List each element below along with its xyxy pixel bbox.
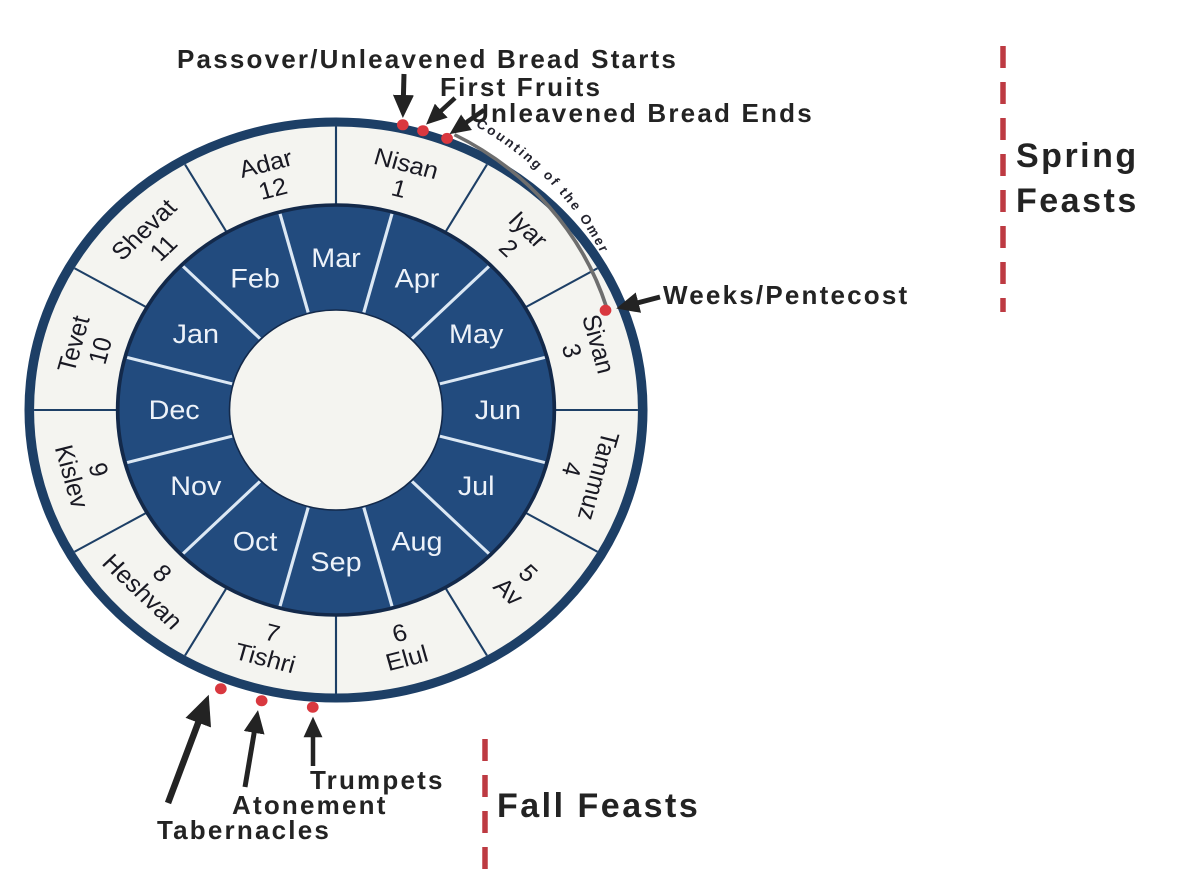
outer-divider [73,512,147,553]
outer-divider [525,267,599,308]
weeks-pentecost-dot [599,304,612,316]
gregorian-month-sep: Sep [310,547,361,577]
gregorian-month-dec: Dec [149,395,200,425]
inner-divider [439,434,546,464]
unleavened-bread-ends-label: Unleavened Bread Ends [470,98,814,128]
gregorian-month-jul: Jul [458,471,495,501]
annotation-layer: Passover/Unleavened Bread Starts First F… [157,44,1139,871]
atonement-label: Atonement [232,790,388,820]
weeks-pentecost-label: Weeks/Pentecost [663,280,909,310]
inner-ring-outer-edge [115,203,557,617]
outer-divider [525,512,599,553]
atonement-arrow [242,710,265,788]
first-fruits-arrow [426,96,457,125]
passover-label: Passover/Unleavened Bread Starts [177,44,678,74]
fall-heading: Fall Feasts [497,787,700,825]
tabernacles-dot [214,683,227,695]
inner-divider [362,507,394,607]
inner-divider [126,356,233,386]
outer-divider [184,587,228,657]
gregorian-month-may: May [449,319,503,349]
trumpets-dot [306,701,319,713]
gregorian-month-jan: Jan [173,319,219,349]
passover-dot [396,119,409,131]
tabernacles-label: Tabernacles [157,815,331,845]
unleavened-bread-ends-arrow [449,108,486,135]
inner-divider [278,213,310,313]
outer-divider [444,163,488,233]
inner-divider [439,356,546,386]
outer-divider [73,267,147,308]
first-fruits-label: First Fruits [440,72,602,102]
first-fruits-dot [417,125,429,137]
inner-ring [117,205,555,615]
weeks-pentecost-arrow [616,292,661,313]
passover-arrow [392,73,414,118]
gregorian-month-jun: Jun [475,395,521,425]
outer-divider [184,163,228,233]
spring-heading-line1: Spring [1016,137,1139,175]
tabernacles-arrow [164,694,211,805]
inner-divider [362,213,394,313]
gregorian-month-oct: Oct [233,526,278,556]
trumpets-label: Trumpets [310,765,445,795]
inner-divider [410,265,491,340]
inner-divider [181,480,262,555]
inner-divider [181,265,262,340]
spring-heading-line2: Feasts [1016,182,1139,220]
gregorian-month-feb: Feb [230,263,280,293]
gregorian-month-aug: Aug [391,526,442,556]
inner-divider [410,480,491,555]
omer-arc [453,133,609,308]
gregorian-month-apr: Apr [395,263,440,293]
unleavened-bread-ends-dot [441,132,453,144]
inner-divider [126,434,233,464]
calendar-wheel: Nisan1Iyar2Sivan3Tammuz45Av6Elul7Tishri8… [24,116,648,713]
inner-ring-inner-edge [228,309,444,511]
gregorian-month-nov: Nov [170,471,221,501]
outer-divider [444,587,488,657]
atonement-dot [255,695,268,707]
gregorian-month-mar: Mar [311,243,361,273]
inner-divider [278,507,310,607]
